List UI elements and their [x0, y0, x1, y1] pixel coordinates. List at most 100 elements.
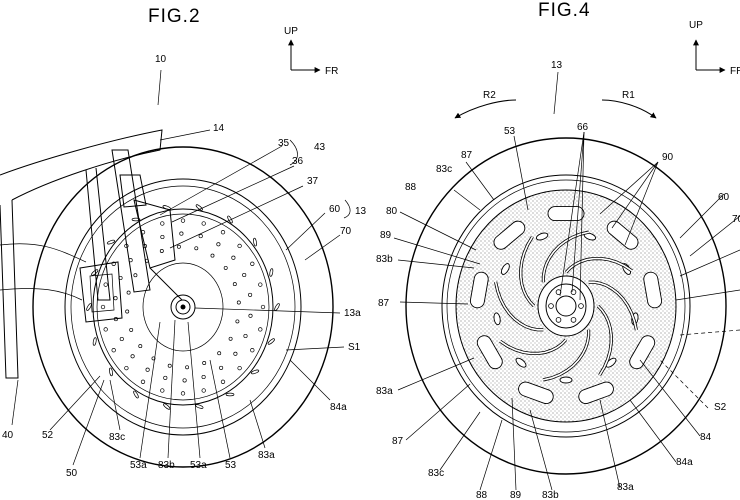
disc-hole — [229, 337, 232, 340]
fig4-ref-89-top: 89 — [380, 230, 392, 241]
fig4-ref-66: 66 — [577, 122, 589, 133]
rim-slot — [274, 303, 280, 311]
disc-hole — [114, 297, 117, 300]
fig4-ref-89-bot: 89 — [510, 490, 522, 500]
disc-hole — [251, 262, 255, 266]
fig2-ref-14: 14 — [213, 123, 225, 134]
disc-hole — [134, 274, 137, 277]
figure-4: FIG.4 UP FR R2 R1 — [376, 0, 740, 500]
figure-4-direction-indicator: UP FR — [689, 20, 740, 77]
fig2-ref-43: 43 — [314, 142, 326, 153]
rim-slot — [269, 268, 273, 276]
fig2-ref-36: 36 — [292, 156, 304, 167]
disc-hole — [160, 249, 163, 252]
disc-hole — [168, 364, 171, 367]
disc-hole — [238, 366, 242, 370]
fig4-ref-83b-bot: 83b — [542, 490, 559, 500]
disc-hole — [164, 376, 167, 379]
disc-hole — [219, 366, 222, 369]
fig2-ref-50: 50 — [66, 468, 78, 479]
disc-hole — [125, 366, 129, 370]
fig4-ref-84a: 84a — [676, 457, 693, 468]
fig4-ref-87-top: 87 — [461, 150, 473, 161]
disc-hole — [127, 291, 130, 294]
disc-hole — [181, 392, 185, 396]
hub-bolt — [571, 318, 576, 323]
disc-hole — [183, 379, 186, 382]
wheel-slot — [548, 207, 584, 221]
fig4-ref-90: 90 — [662, 152, 674, 163]
disc-hole — [234, 352, 237, 355]
disc-hole — [161, 222, 165, 226]
rim-slot — [195, 404, 203, 409]
wheel-small-slot — [560, 377, 572, 383]
fig2-ref-10: 10 — [155, 54, 167, 65]
disc-hole — [101, 305, 105, 309]
disc-hole — [259, 328, 263, 332]
wheel-hub — [171, 295, 195, 319]
disc-hole — [126, 310, 129, 313]
fig2-ref-40: 40 — [2, 430, 14, 441]
disc-hole — [236, 320, 239, 323]
disc-hole — [130, 328, 133, 331]
disc-hole — [186, 366, 189, 369]
fig2-ref-83c: 83c — [109, 432, 125, 443]
disc-hole — [104, 328, 108, 332]
fig2-ref-35: 35 — [278, 138, 290, 149]
hub-bolt — [579, 304, 584, 309]
fig2-ref-83a: 83a — [258, 450, 275, 461]
disc-hole — [104, 283, 108, 287]
fig2-ref-53a-left: 53a — [130, 460, 147, 471]
fig2-ref-13: 13 — [355, 206, 367, 217]
brake-hose — [0, 244, 86, 300]
rim-slot — [93, 337, 97, 345]
disc-hole — [221, 230, 225, 234]
fig2-ref-83b: 83b — [158, 460, 175, 471]
fig4-ref-13: 13 — [551, 60, 563, 71]
fig4-ref-53: 53 — [504, 126, 516, 137]
fig2-ref-60: 60 — [329, 204, 341, 215]
fig4-ref-70: 70 — [732, 214, 740, 225]
rotation-arrows: R2 R1 — [455, 90, 656, 118]
fig2-ref-13a: 13a — [344, 308, 361, 319]
figure-4-up-label: UP — [689, 20, 703, 31]
disc-hole — [249, 314, 252, 317]
disc-hole — [202, 375, 205, 378]
figure-4-title: FIG.4 — [538, 0, 591, 21]
disc-hole — [202, 389, 206, 393]
fig4-ref-r2: R2 — [483, 90, 496, 101]
disc-hole — [217, 243, 220, 246]
disc-hole — [180, 232, 183, 235]
disc-hole — [248, 293, 251, 296]
disc-hole — [112, 348, 116, 352]
disc-hole — [120, 337, 123, 340]
fig4-ref-83c-top: 83c — [436, 164, 452, 175]
disc-hole — [233, 283, 236, 286]
fig4-ref-80: 80 — [386, 206, 398, 217]
fig4-ref-r1: R1 — [622, 90, 635, 101]
disc-hole — [177, 245, 180, 248]
hub-bolt — [556, 318, 561, 323]
disc-hole — [237, 301, 240, 304]
fig4-ref-83a-bot: 83a — [617, 482, 634, 493]
fig4-ref-84: 84 — [700, 432, 712, 443]
fig2-ref-52: 52 — [42, 430, 54, 441]
disc-hole — [244, 334, 247, 337]
disc-hole — [259, 283, 263, 287]
fig2-ref-84a: 84a — [330, 402, 347, 413]
hub-bolt — [549, 304, 554, 309]
fig4-ref-83b-top: 83b — [376, 254, 393, 265]
brake-caliper — [80, 262, 122, 322]
disc-hole — [251, 348, 255, 352]
disc-hole — [181, 219, 185, 223]
disc-hole — [238, 244, 242, 248]
disc-hole — [261, 305, 265, 309]
fig4-ref-83c-bot: 83c — [428, 468, 444, 479]
fig4-ref-83a-left: 83a — [376, 386, 393, 397]
figure-2-direction-indicator: UP FR — [284, 26, 338, 77]
figure-2-title: FIG.2 — [148, 6, 201, 27]
fig2-ref-53a-right: 53a — [190, 460, 207, 471]
rim-slot — [109, 368, 113, 376]
fig4-ref-88-bot: 88 — [476, 490, 488, 500]
